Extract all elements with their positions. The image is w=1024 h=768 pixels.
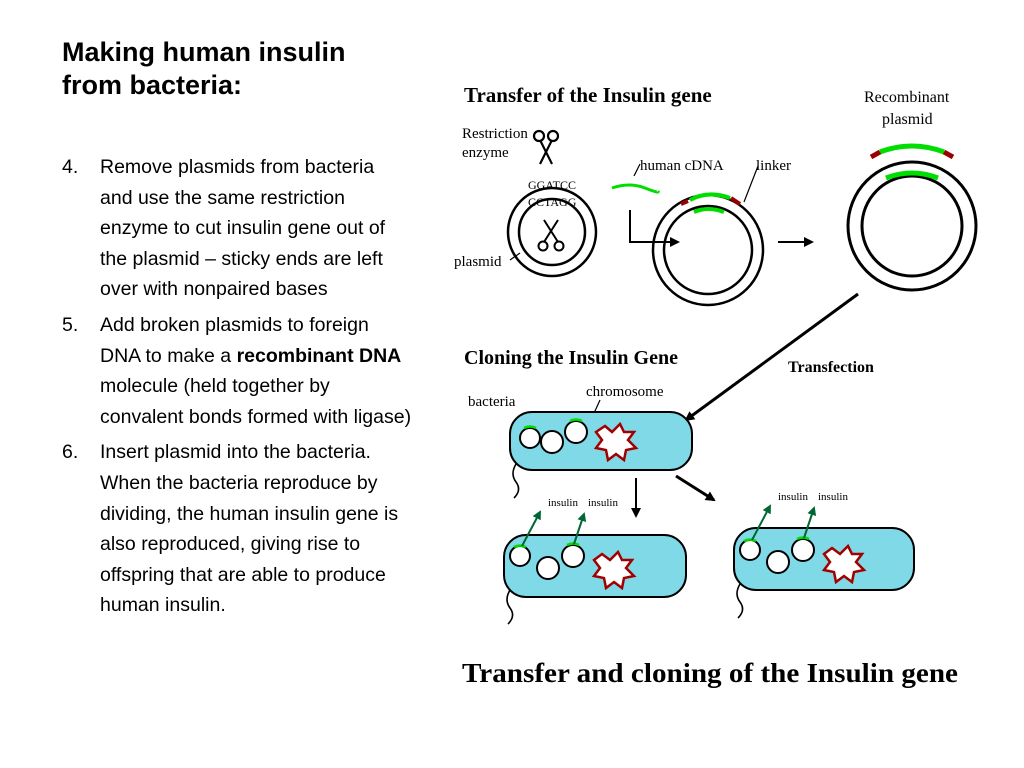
recombinant-sticky-right: [942, 149, 955, 160]
sticky-end-left: [680, 199, 689, 206]
restriction-enzyme-label-line-2: enzyme: [462, 145, 509, 161]
chromosome-shape: [821, 543, 867, 585]
sequence-bottom-label: CCTAGG: [528, 195, 577, 209]
sticky-end-right: [729, 196, 742, 206]
divide-arrow-right: [675, 474, 716, 502]
insulin-arrow: [803, 506, 817, 539]
plasmid-label: plasmid: [454, 254, 502, 270]
insulin-arrow: [521, 510, 541, 547]
transfection-arrow: [684, 292, 859, 422]
linker-pointer: [743, 165, 759, 203]
step-number: 4.: [62, 156, 79, 178]
sequence-top-label: GGATCC: [528, 178, 576, 192]
inserted-gene-outer: [689, 192, 731, 202]
insulin-label: insulin: [778, 491, 808, 503]
human-cdna-strand: [611, 183, 660, 194]
bacterium-cell: [733, 527, 915, 619]
insulin-label: insulin: [588, 497, 618, 509]
human-cdna-label: human cDNA: [640, 158, 724, 174]
steps-list: 4. Remove plasmids from bacteria and use…: [62, 152, 412, 626]
transfection-label: Transfection: [788, 359, 874, 376]
recombinant-plasmid-circle: [846, 160, 978, 292]
transfer-heading: Transfer of the Insulin gene: [464, 83, 712, 107]
slide-title: Making human insulin from bacteria:: [62, 36, 422, 102]
bacterium-cell: [503, 534, 687, 625]
step-text: Insert plasmid into the bacteria. When t…: [100, 441, 399, 617]
flagellum: [736, 583, 744, 619]
step-item-6: 6. Insert plasmid into the bacteria. Whe…: [62, 437, 412, 621]
recombinant-label-line-1: Recombinant: [864, 89, 950, 106]
insulin-label: insulin: [548, 497, 578, 509]
step-arrow-1: [629, 210, 680, 247]
restriction-enzyme-label-line-1: Restriction: [462, 126, 528, 142]
recombinant-label-line-2: plasmid: [882, 111, 933, 128]
chromosome-shape: [593, 421, 639, 463]
step-item-4: 4. Remove plasmids from bacteria and use…: [62, 152, 412, 305]
recombinant-sticky-left: [869, 149, 882, 160]
insulin-label: insulin: [818, 491, 848, 503]
inserted-gene-inner: [693, 207, 725, 214]
linker-label: linker: [756, 158, 791, 174]
plasmid-pointer: [509, 252, 521, 261]
step-number: 6.: [62, 441, 79, 464]
recombinant-gene-outer: [879, 143, 945, 155]
bacterium-cell: [509, 411, 693, 499]
slide-title-line-1: Making human insulin: [62, 37, 346, 67]
step-text-bold: recombinant DNA: [236, 344, 402, 367]
diagram-caption: Transfer and cloning of the Insulin gene: [462, 658, 958, 688]
step-text-after: molecule (held together by convalent bon…: [100, 375, 412, 428]
cloning-heading: Cloning the Insulin Gene: [464, 347, 678, 369]
recombinant-gene-inner: [885, 170, 939, 181]
flagellum: [512, 463, 520, 499]
plasmid-circle: [506, 186, 598, 278]
insulin-arrow: [573, 512, 587, 545]
slide-title-line-2: from bacteria:: [62, 70, 243, 100]
opened-plasmid-circle: [651, 193, 765, 307]
chromosome-label: chromosome: [586, 384, 664, 400]
step-text-before: Add broken plasmids to foreign DNA to ma…: [100, 313, 369, 367]
flagellum: [506, 589, 514, 625]
insulin-arrow: [751, 504, 771, 541]
chromosome-shape: [591, 549, 637, 591]
step-text: Remove plasmids from bacteria and use th…: [100, 156, 386, 301]
scissors-cut-icon: [537, 219, 565, 252]
step-item-5: 5. Add broken plasmids to foreign DNA to…: [62, 310, 412, 432]
scissors-icon: [532, 129, 560, 165]
insulin-gene-diagram: Transfer of the Insulin gene Restriction…: [454, 83, 978, 688]
bacteria-label: bacteria: [468, 394, 516, 410]
cdna-pointer: [633, 163, 641, 177]
step-number: 5.: [62, 313, 79, 336]
